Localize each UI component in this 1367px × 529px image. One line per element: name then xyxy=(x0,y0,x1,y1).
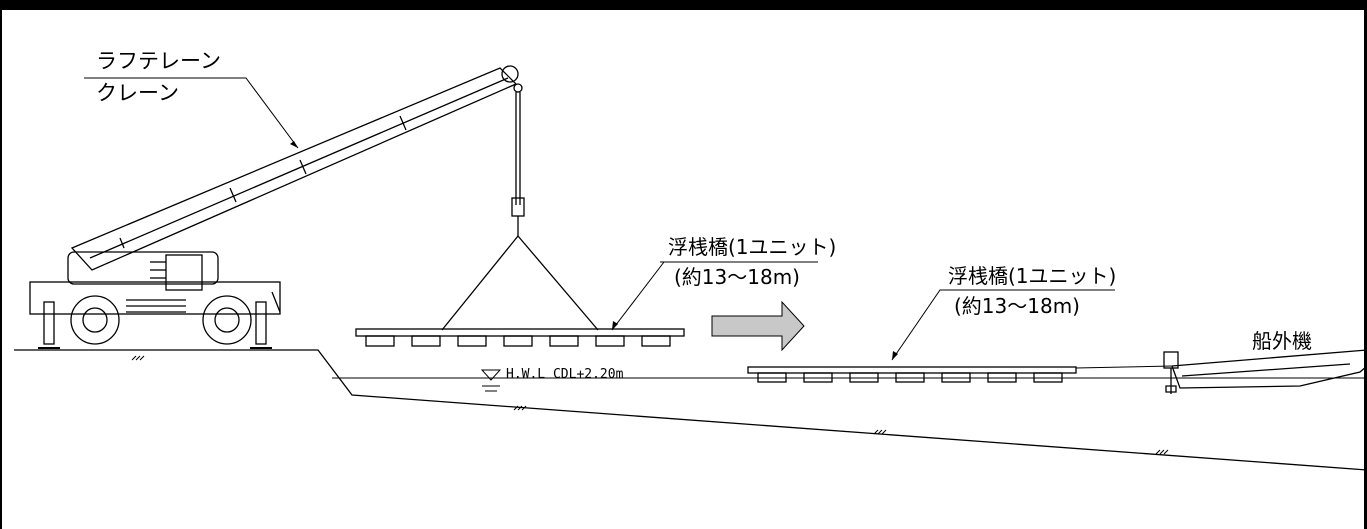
crane-carrier xyxy=(29,281,281,315)
sling-left xyxy=(441,235,519,331)
pontoon-floating-label-line1: 浮桟橋(1ユニット) xyxy=(948,264,1116,288)
hook-block xyxy=(511,197,525,217)
crane-wheel-front xyxy=(70,295,120,345)
rough-terrain-crane xyxy=(29,65,599,349)
leader-arrowheads xyxy=(290,141,898,360)
water-level-label: H.W.L CDL+2.20m xyxy=(506,367,624,382)
outboard-motor xyxy=(1163,351,1179,394)
crane-label-line2: クレーン xyxy=(96,81,179,105)
boat xyxy=(1171,349,1367,389)
outrigger-left xyxy=(43,301,55,345)
sling-right xyxy=(517,235,599,331)
crane-cab xyxy=(165,254,203,291)
process-arrow xyxy=(711,300,805,352)
pontoon-floating xyxy=(747,366,1077,383)
crane-wheel-rear xyxy=(202,295,252,345)
leader-lines xyxy=(84,77,1115,361)
pontoon-lifted xyxy=(355,328,685,347)
boom-head-sheave xyxy=(501,65,519,83)
water-level-symbol xyxy=(480,369,502,392)
pontoon-lifted-label-line1: 浮桟橋(1ユニット) xyxy=(668,235,836,259)
crane-label-line1: ラフテレーン xyxy=(96,49,221,73)
outboard-label: 船外機 xyxy=(1252,329,1312,353)
pontoon-floating-label-line2: (約13～18m) xyxy=(954,294,1080,318)
tow-line xyxy=(1075,365,1173,369)
ground-hatch-marks xyxy=(131,355,1169,455)
pontoon-lifted-label-line2: (約13～18m) xyxy=(674,265,800,289)
outrigger-right xyxy=(255,301,267,345)
